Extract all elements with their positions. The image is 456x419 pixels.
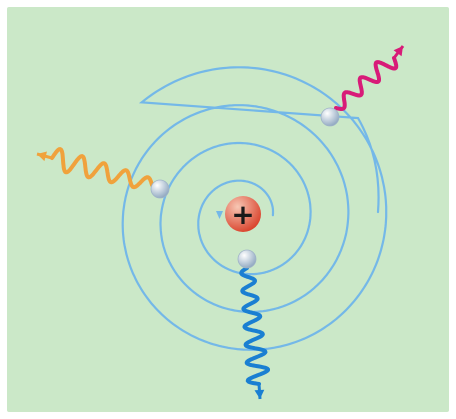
nucleus: + [225, 196, 261, 232]
orbit-direction-arrow [216, 211, 223, 219]
photon-orange-arrowhead [37, 151, 47, 162]
photon-magenta-wave [334, 45, 405, 111]
photon-magenta-arrowhead [393, 46, 403, 57]
electron-outer [320, 107, 340, 127]
electron-middle [150, 179, 170, 199]
photon-blue-arrowhead [254, 389, 265, 399]
nucleus-charge-sign: + [231, 198, 254, 231]
electron-spiral-path [121, 66, 388, 351]
photon-orange-wave [36, 147, 154, 190]
nucleus-sphere [225, 196, 261, 232]
photon-blue-wave [239, 266, 270, 400]
electron-inner [237, 249, 257, 269]
